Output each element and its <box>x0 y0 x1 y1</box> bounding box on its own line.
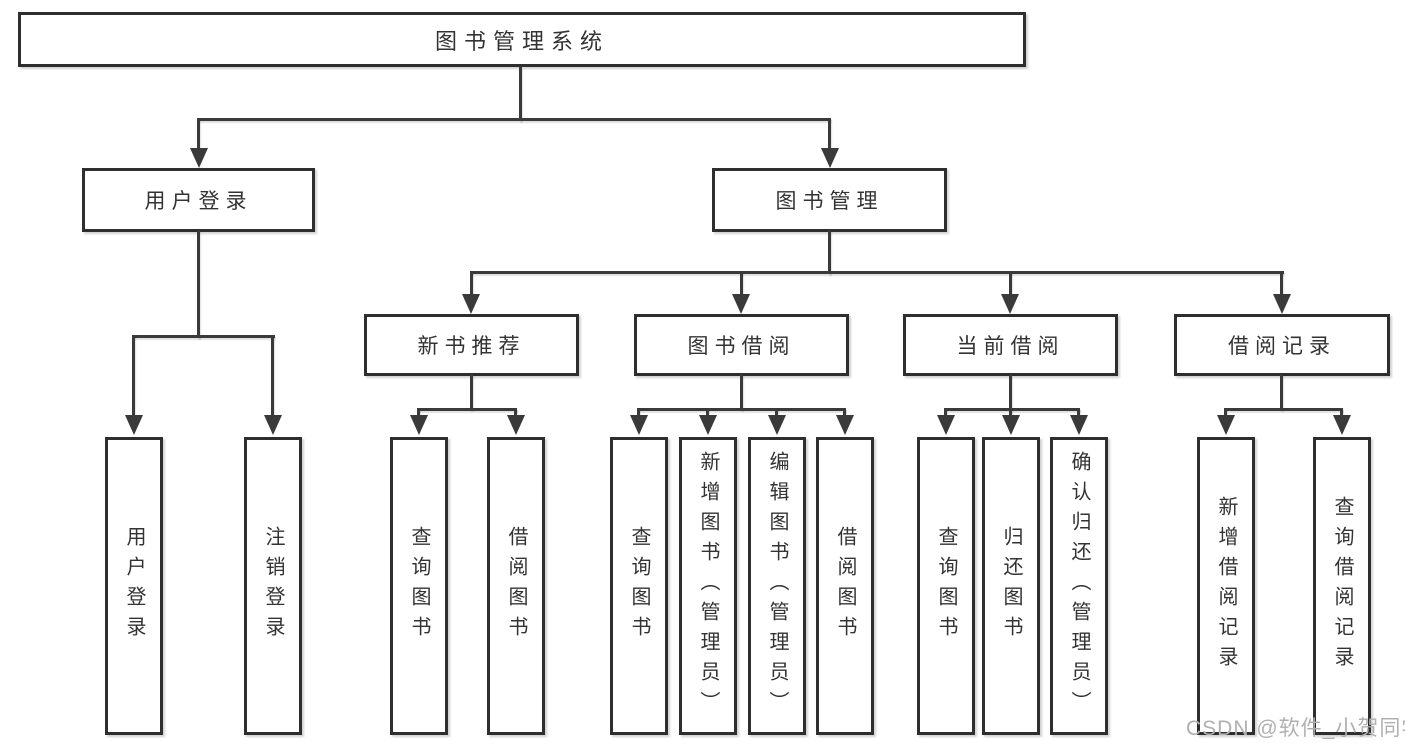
connector-line <box>197 118 200 152</box>
connector-line <box>197 230 200 338</box>
arrowhead-down-icon <box>1333 415 1351 435</box>
node-current-borrow: 当前借阅 <box>903 314 1118 376</box>
connector-line <box>417 408 420 420</box>
connector-line <box>1280 374 1283 410</box>
arrowhead-down-icon <box>768 415 786 435</box>
arrowhead-down-icon <box>1273 294 1291 314</box>
csdn-watermark: CSDN @软件_小贺同学 <box>1186 717 1405 740</box>
node-new-book-recommend: 新书推荐 <box>364 314 579 376</box>
leaf-edit-books-admin: 编辑图书（管理员） <box>748 437 806 735</box>
arrowhead-down-icon <box>190 148 208 168</box>
leaf-confirm-return-admin: 确认归还（管理员） <box>1050 437 1108 735</box>
connector-line <box>1009 271 1012 296</box>
connector-line <box>470 271 1284 274</box>
connector-line <box>637 408 846 411</box>
connector-line <box>470 374 473 410</box>
arrowhead-down-icon <box>264 415 282 435</box>
arrowhead-down-icon <box>732 294 750 314</box>
connector-line <box>740 374 743 410</box>
connector-line <box>706 408 709 420</box>
leaf-borrow-books: 借阅图书 <box>816 437 874 735</box>
connector-line <box>1009 374 1012 410</box>
arrowhead-down-icon <box>1070 415 1088 435</box>
leaf-query-books-recommend: 查询图书 <box>390 437 448 735</box>
connector-line <box>775 408 778 420</box>
leaf-query-books-current: 查询图书 <box>917 437 975 735</box>
arrowhead-down-icon <box>1001 294 1019 314</box>
connector-line <box>514 408 517 420</box>
leaf-query-books-borrow: 查询图书 <box>610 437 668 735</box>
arrowhead-down-icon <box>699 415 717 435</box>
connector-line <box>271 335 274 419</box>
connector-line <box>197 118 831 121</box>
node-user-login: 用户登录 <box>82 168 315 232</box>
connector-line <box>1077 408 1080 420</box>
connector-line <box>1224 408 1343 411</box>
connector-line <box>1280 271 1283 296</box>
connector-line <box>132 335 275 338</box>
arrowhead-down-icon <box>1217 415 1235 435</box>
arrowhead-down-icon <box>507 415 525 435</box>
connector-line <box>944 408 1080 411</box>
connector-line <box>132 335 135 419</box>
connector-line <box>828 118 831 152</box>
arrowhead-down-icon <box>821 148 839 168</box>
node-root-library-system: 图书管理系统 <box>18 12 1026 67</box>
leaf-add-borrow-record: 新增借阅记录 <box>1197 437 1255 735</box>
leaf-return-books: 归还图书 <box>982 437 1040 735</box>
connector-line <box>417 408 517 411</box>
connector-line <box>519 67 522 121</box>
connector-line <box>1340 408 1343 420</box>
leaf-borrow-books-recommend: 借阅图书 <box>487 437 545 735</box>
connector-line <box>828 230 831 274</box>
connector-line <box>1009 408 1012 420</box>
arrowhead-down-icon <box>462 294 480 314</box>
arrowhead-down-icon <box>836 415 854 435</box>
leaf-logout: 注销登录 <box>244 437 302 735</box>
node-book-borrow: 图书借阅 <box>634 314 849 376</box>
connector-line <box>637 408 640 420</box>
leaf-add-books-admin: 新增图书（管理员） <box>679 437 737 735</box>
leaf-query-borrow-record: 查询借阅记录 <box>1313 437 1371 735</box>
leaf-user-login: 用户登录 <box>105 437 163 735</box>
arrowhead-down-icon <box>630 415 648 435</box>
connector-line <box>1224 408 1227 420</box>
arrowhead-down-icon <box>410 415 428 435</box>
connector-line <box>470 271 473 296</box>
connector-line <box>740 271 743 296</box>
node-borrow-records: 借阅记录 <box>1174 314 1390 376</box>
arrowhead-down-icon <box>1002 415 1020 435</box>
node-book-management: 图书管理 <box>712 168 947 232</box>
arrowhead-down-icon <box>937 415 955 435</box>
connector-line <box>944 408 947 420</box>
arrowhead-down-icon <box>125 415 143 435</box>
connector-line <box>843 408 846 420</box>
